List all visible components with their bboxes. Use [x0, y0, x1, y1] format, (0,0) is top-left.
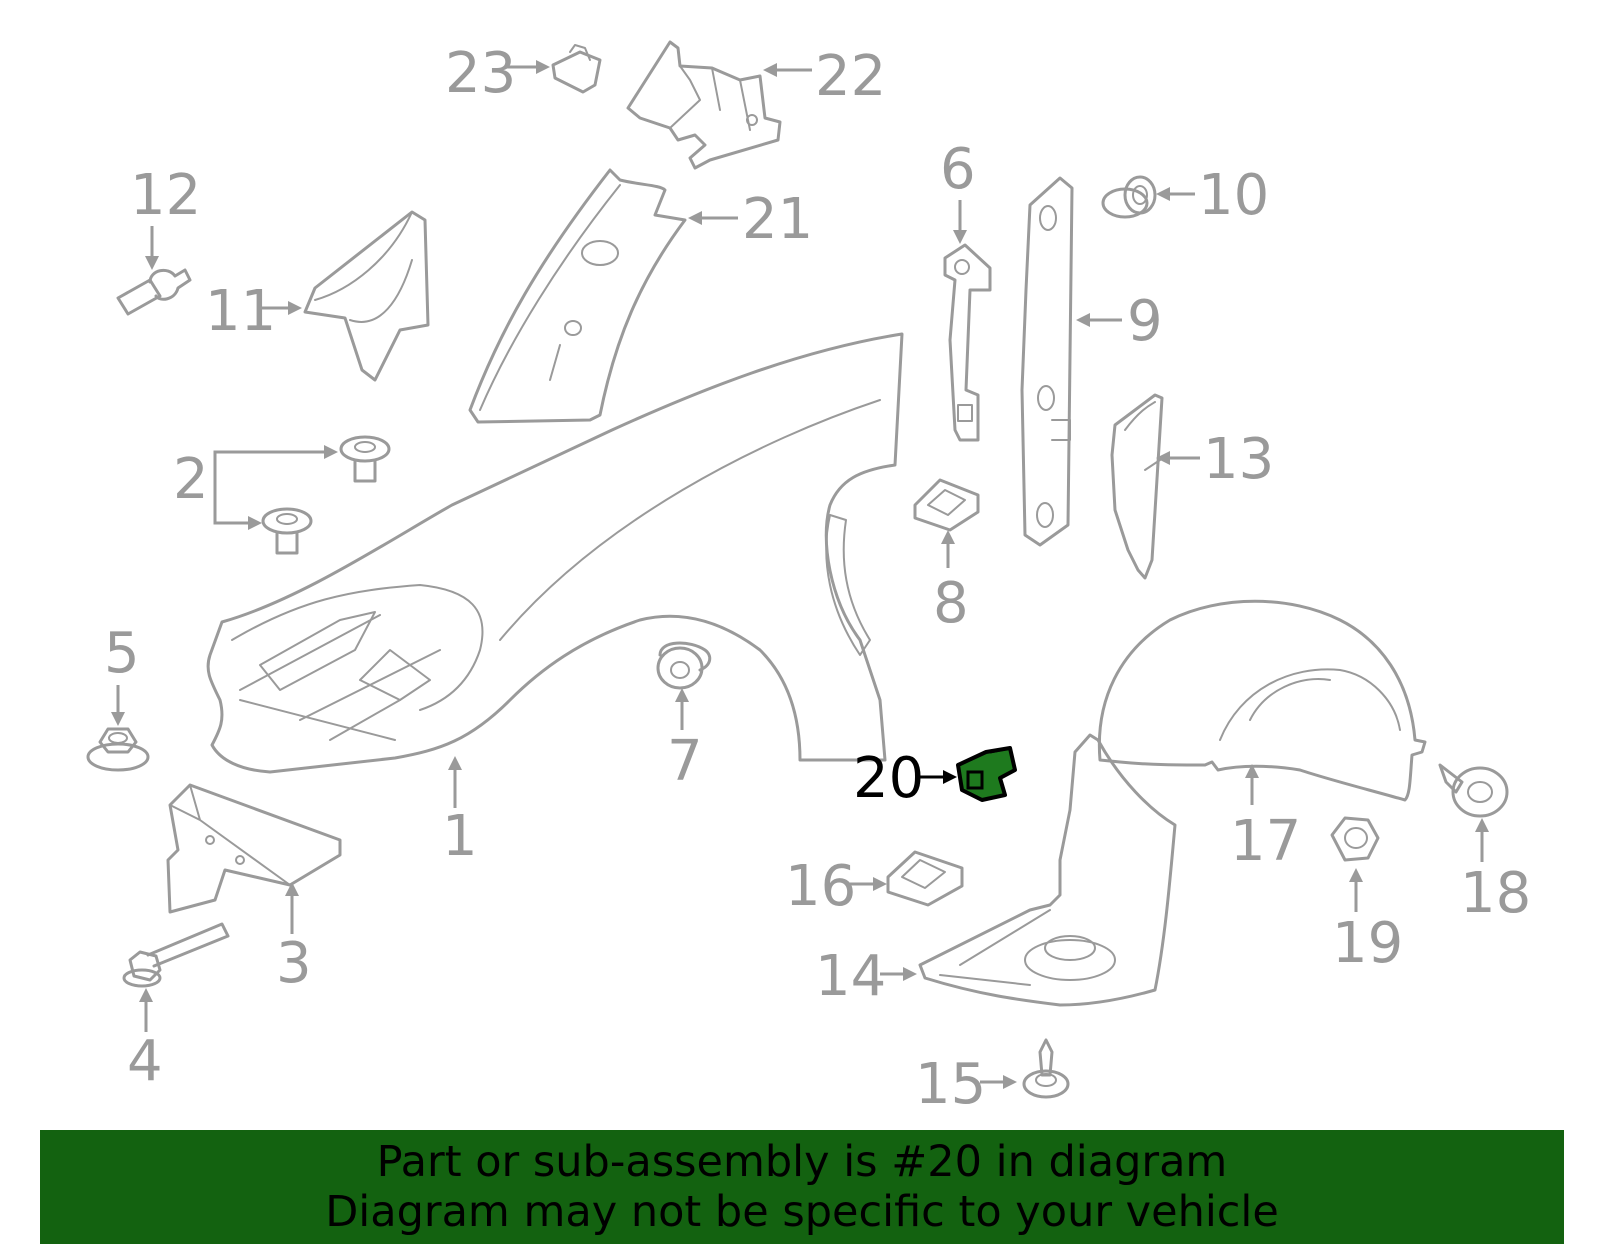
callout-13: 13 — [1203, 427, 1274, 492]
part-5-nut: 5 — [86, 621, 150, 772]
part-17-liner: 17 — [1097, 599, 1427, 874]
part-8-nut-plate: 8 — [913, 478, 980, 636]
callout-6: 6 — [940, 137, 976, 202]
callout-22: 22 — [815, 44, 886, 109]
part-19-nut: 19 — [1330, 816, 1403, 976]
banner-line-2: Diagram may not be specific to your vehi… — [325, 1187, 1279, 1237]
part-6-bracket: 6 — [940, 137, 992, 442]
part-16-nut-plate: 16 — [785, 850, 964, 919]
callout-20: 20 — [853, 746, 924, 811]
callout-18: 18 — [1460, 861, 1531, 926]
callout-21: 21 — [742, 187, 813, 252]
callout-9: 9 — [1127, 289, 1163, 354]
info-banner: Part or sub-assembly is #20 in diagram D… — [40, 1130, 1564, 1244]
banner-line-1: Part or sub-assembly is #20 in diagram — [376, 1137, 1228, 1187]
part-1-fender: 1 — [206, 332, 904, 869]
part-20-clip-highlighted[interactable]: 20 — [853, 746, 1017, 811]
part-10-plug: 10 — [1101, 163, 1269, 228]
callout-19: 19 — [1332, 911, 1403, 976]
callout-12: 12 — [130, 163, 201, 228]
callout-3: 3 — [276, 931, 312, 996]
part-7-clip: 7 — [656, 641, 712, 794]
part-13-trim: 13 — [1110, 393, 1274, 580]
part-11-bracket: 11 — [205, 210, 430, 382]
part-14-shield: 14 — [815, 733, 1177, 1009]
callout-4: 4 — [127, 1029, 163, 1094]
callout-10: 10 — [1198, 163, 1269, 228]
callout-11: 11 — [205, 279, 276, 344]
part-2-grommets: 2 — [173, 435, 391, 555]
callout-5: 5 — [104, 621, 140, 686]
part-18-screw: 18 — [1438, 763, 1531, 926]
callout-17: 17 — [1230, 809, 1301, 874]
callout-2: 2 — [173, 447, 209, 512]
callout-14: 14 — [815, 944, 886, 1009]
part-9-panel: 9 — [1020, 176, 1163, 547]
part-12-clip: 12 — [116, 163, 201, 316]
callout-16: 16 — [785, 854, 856, 919]
part-23-clip: 23 — [445, 41, 602, 106]
part-21-apron: 21 — [468, 168, 813, 424]
part-3-bracket: 3 — [166, 783, 342, 996]
callout-15: 15 — [915, 1052, 986, 1117]
part-22-bracket: 22 — [626, 40, 886, 170]
callout-23: 23 — [445, 41, 516, 106]
part-15-screw: 15 — [915, 1038, 1070, 1117]
callout-1: 1 — [442, 804, 478, 869]
part-4-bolt: 4 — [122, 922, 230, 1094]
callout-8: 8 — [933, 571, 969, 636]
callout-7: 7 — [667, 729, 703, 794]
